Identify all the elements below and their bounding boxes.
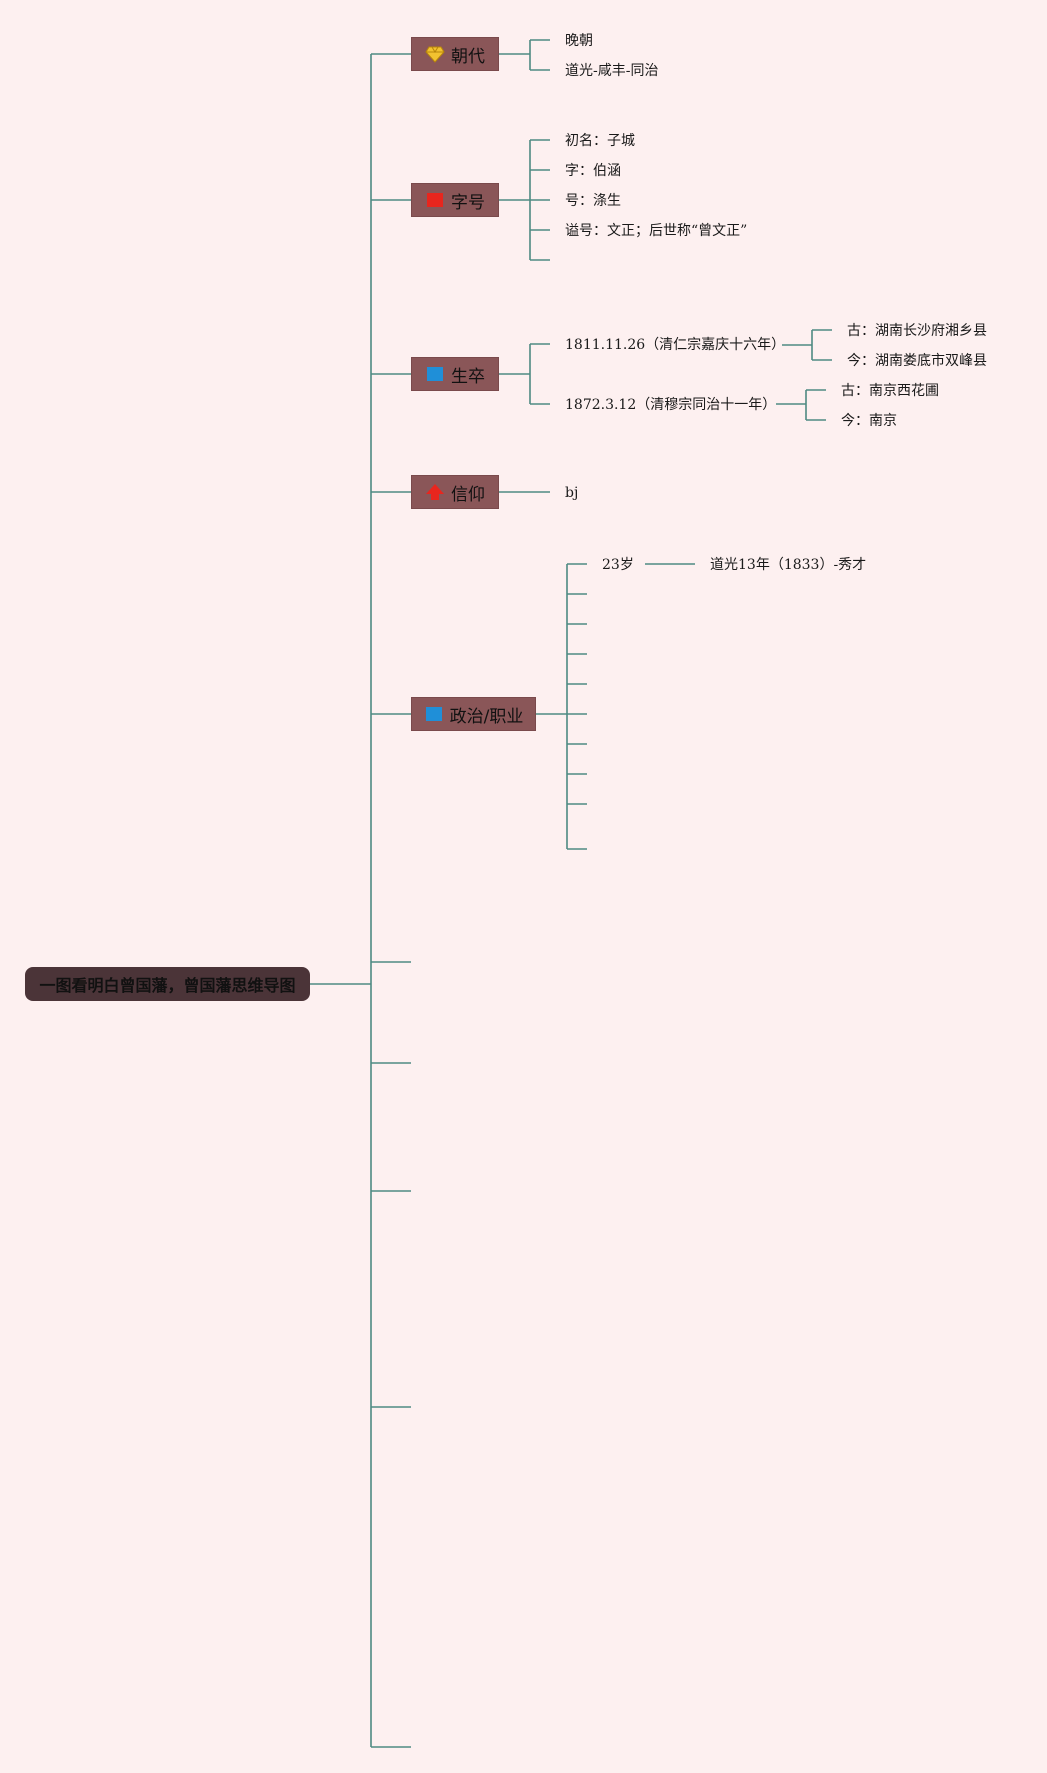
names-item: 字：伯涵 — [565, 163, 621, 179]
topic-label: 生卒 — [451, 366, 485, 387]
names-item: 谥号：文正；后世称“曾文正” — [565, 223, 748, 239]
blue-flag-icon — [424, 705, 444, 723]
dynasty-item: 道光-咸丰-同治 — [565, 63, 659, 79]
red-arrow-icon — [425, 483, 445, 501]
root-topic[interactable]: 一图看明白曾国藩，曾国藩思维导图 — [25, 967, 310, 1001]
dynasty-item: 晚朝 — [565, 33, 593, 49]
death-place-modern: 今：南京 — [841, 413, 897, 429]
birth-place-modern: 今：湖南娄底市双峰县 — [847, 353, 987, 369]
names-item: 号：涤生 — [565, 193, 621, 209]
topic-lifespan[interactable]: 生卒 — [411, 357, 499, 391]
red-flag-icon — [425, 191, 445, 209]
topic-label: 信仰 — [451, 484, 485, 505]
topic-names[interactable]: 字号 — [411, 183, 499, 217]
birth-date: 1811.11.26（清仁宗嘉庆十六年） — [565, 337, 786, 353]
death-date: 1872.3.12（清穆宗同治十一年） — [565, 397, 777, 413]
death-place-ancient: 古：南京西花圃 — [841, 383, 939, 399]
blue-flag-icon — [425, 365, 445, 383]
topic-career[interactable]: 政治/职业 — [411, 697, 536, 731]
root-title: 一图看明白曾国藩，曾国藩思维导图 — [39, 976, 296, 995]
diamond-icon — [425, 45, 445, 63]
topic-label: 朝代 — [451, 46, 485, 67]
topic-label: 政治/职业 — [449, 706, 524, 727]
career-event: 道光13年（1833）-秀才 — [710, 557, 867, 573]
topic-belief[interactable]: 信仰 — [411, 475, 499, 509]
topic-label: 字号 — [451, 192, 485, 213]
birth-place-ancient: 古：湖南长沙府湘乡县 — [847, 323, 987, 339]
belief-item: bj — [565, 485, 579, 501]
topic-dynasty[interactable]: 朝代 — [411, 37, 499, 71]
career-age: 23岁 — [602, 557, 634, 573]
names-item: 初名：子城 — [565, 133, 635, 149]
